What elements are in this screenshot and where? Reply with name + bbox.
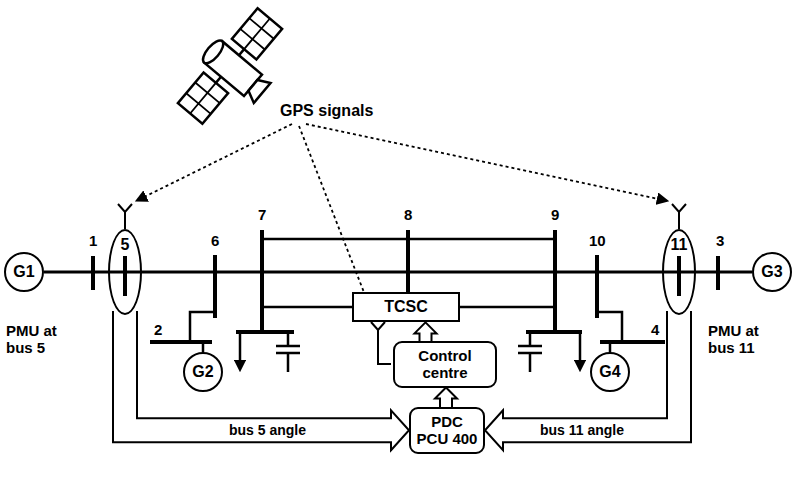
signal-arrow	[485, 311, 679, 450]
branch-line	[597, 312, 622, 352]
main-line	[44, 271, 752, 274]
gps-signal	[136, 124, 668, 318]
node-label: G1	[13, 263, 34, 281]
satellite-icon	[169, 1, 302, 141]
satellite-dish	[245, 75, 271, 103]
node-label: G2	[192, 363, 213, 381]
signal-label: GPS signals	[280, 102, 373, 120]
solar-panel	[232, 8, 282, 59]
bus-number: 9	[551, 206, 559, 223]
bus-number: 6	[211, 232, 219, 249]
node-label: G4	[599, 363, 620, 381]
edge-label: bus 5 angle	[227, 422, 308, 438]
antenna-symbol	[118, 204, 132, 229]
load-arrow	[239, 332, 242, 366]
generator-circle: G3	[752, 252, 792, 292]
arrow-head	[391, 410, 409, 450]
capacitor-symbol	[518, 332, 542, 372]
connector-band	[125, 311, 391, 430]
bus-number: 1	[89, 232, 97, 249]
load-arrow	[579, 332, 582, 366]
bus-number: 8	[404, 206, 412, 223]
node-label: Control centre	[399, 347, 491, 382]
gps-signal-line	[306, 124, 668, 201]
generator-circle: G2	[183, 352, 223, 392]
connector-band	[502, 311, 680, 430]
connector-band	[441, 397, 451, 407]
node-label: PDC PCU 400	[415, 413, 479, 448]
bus-bar	[93, 230, 718, 332]
body-cap	[200, 37, 227, 66]
pmu-label: PMU at bus 11	[708, 322, 780, 357]
pmu-oval: 5	[108, 229, 142, 315]
capacitor-symbol	[276, 332, 300, 372]
node-label: 11	[671, 236, 688, 254]
gps-signal-line	[299, 126, 374, 318]
signal-arrow	[415, 322, 437, 341]
panel-grid	[232, 8, 282, 59]
pmu-label: PMU at bus 5	[6, 322, 78, 357]
generator-circle: G4	[590, 352, 630, 392]
bus-number: 10	[589, 232, 606, 249]
bus-number: 3	[716, 232, 724, 249]
signal-arrow	[125, 311, 409, 450]
antenna-symbol	[371, 322, 391, 364]
branch-line	[190, 312, 215, 352]
signal-arrow	[435, 388, 457, 408]
connector-band	[421, 332, 431, 341]
arrow-head	[435, 388, 457, 399]
arrow-head	[485, 410, 503, 450]
solar-panel	[178, 73, 228, 124]
bus-number: 4	[651, 321, 659, 338]
node-label: G3	[761, 263, 782, 281]
pdc-box: PDC PCU 400	[409, 407, 485, 454]
tcsc-box: TCSC	[352, 292, 460, 322]
connector-band	[503, 311, 679, 430]
bus-number: 7	[258, 206, 266, 223]
edge-label: bus 11 angle	[538, 422, 626, 438]
antenna-symbol	[672, 204, 686, 229]
node-label: TCSC	[384, 298, 428, 316]
arrow-head	[415, 322, 437, 333]
control-centre-box: Control centre	[393, 341, 497, 388]
connector-band	[125, 311, 393, 430]
pmu-oval: 11	[662, 229, 696, 315]
panel-grid	[178, 73, 228, 124]
bus-number: 2	[154, 321, 162, 338]
generator-circle: G1	[4, 252, 44, 292]
gps-signal-line	[136, 124, 292, 201]
node-label: 5	[121, 236, 130, 254]
